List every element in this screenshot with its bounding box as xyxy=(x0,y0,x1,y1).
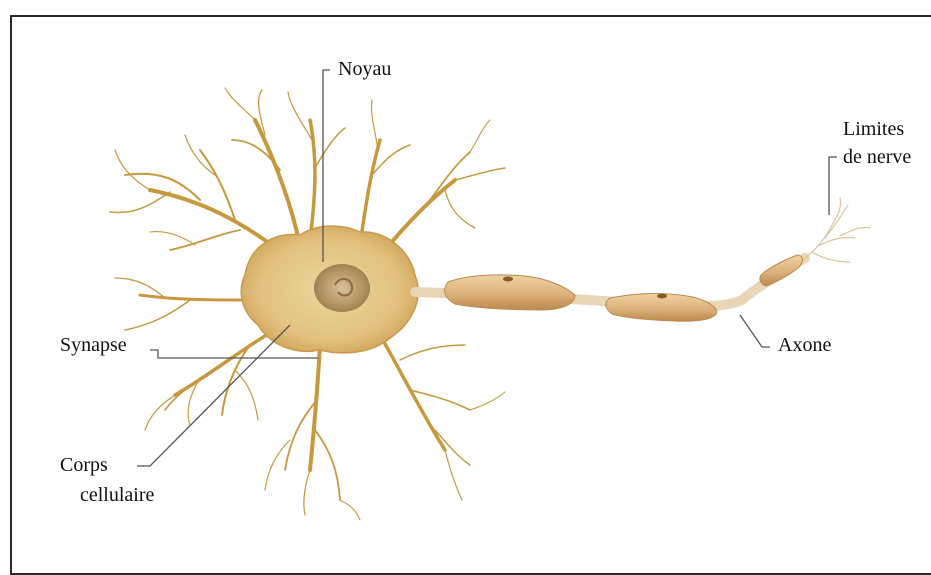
neuron-diagram xyxy=(0,0,931,550)
synapse-label: Synapse xyxy=(60,334,127,357)
nucleus-label: Noyau xyxy=(338,58,391,81)
leader-lines xyxy=(137,70,837,466)
axon-leader xyxy=(740,315,770,347)
axon xyxy=(415,255,805,321)
nucleus xyxy=(314,264,370,312)
axon-label: Axone xyxy=(778,334,831,357)
cell-body-label-line2: cellulaire xyxy=(80,484,154,507)
nerve-endings-label-line2: de nerve xyxy=(843,146,911,169)
nerve-endings xyxy=(805,198,870,262)
cell-body-label-line1: Corps xyxy=(60,454,108,477)
nerve-endings-label-line1: Limites xyxy=(843,118,904,141)
cell-body-leader xyxy=(137,325,290,466)
nerve-endings-leader xyxy=(829,157,837,215)
